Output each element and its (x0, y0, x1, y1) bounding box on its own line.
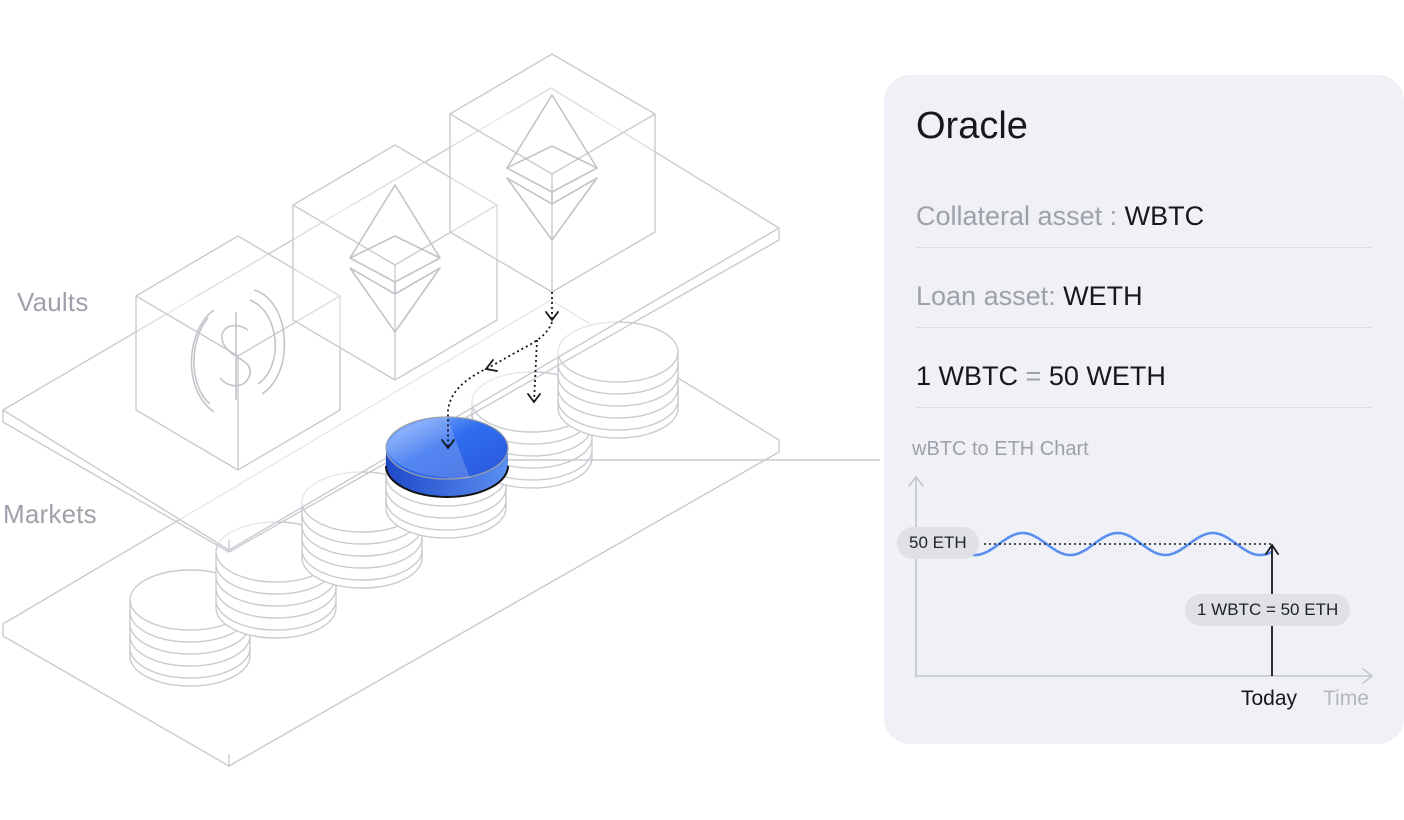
highlighted-market-coin (385, 416, 509, 498)
usdc-coin-icon (190, 289, 286, 413)
vaults-label: Vaults (17, 287, 89, 317)
vault-cube-eth-1 (292, 144, 498, 381)
x-axis-label: Time (1323, 687, 1369, 710)
rate-lhs: 1 WBTC (916, 361, 1019, 391)
rate-row: 1 WBTC = 50 WETH (916, 327, 1372, 408)
loan-row: Loan asset: WETH (916, 247, 1372, 328)
oracle-title: Oracle (916, 105, 1028, 147)
vault-cube-usdc (135, 235, 341, 471)
today-arrow (1265, 543, 1279, 555)
rate-equals: = (1025, 361, 1042, 391)
vaults-markets-diagram (2, 53, 880, 767)
rate-annotation-pill: 1 WBTC = 50 ETH (1185, 594, 1351, 626)
chart-title: wBTC to ETH Chart (912, 438, 1089, 460)
ethereum-icon (506, 94, 598, 241)
coin-stack-6 (557, 321, 679, 439)
ethereum-icon (349, 184, 441, 333)
arrow-heads (441, 311, 559, 450)
rate-rhs: 50 WETH (1048, 361, 1166, 391)
loan-label: Loan asset: (916, 281, 1056, 311)
oracle-card: Oracle Collateral asset : WBTC Loan asse… (884, 75, 1404, 744)
coin-stack-1 (129, 569, 251, 687)
x-marker-label: Today (1241, 687, 1298, 710)
collateral-row: Collateral asset : WBTC (916, 167, 1372, 248)
markets-label: Markets (3, 499, 97, 529)
loan-value: WETH (1063, 281, 1143, 311)
reference-value-pill: 50 ETH (897, 527, 979, 559)
y-axis-arrow (908, 475, 924, 487)
collateral-label: Collateral asset : (916, 201, 1118, 231)
allocation-arrows (447, 292, 553, 448)
collateral-value: WBTC (1124, 201, 1205, 231)
x-axis-arrow (1362, 668, 1374, 684)
vaults-plate (2, 87, 780, 553)
